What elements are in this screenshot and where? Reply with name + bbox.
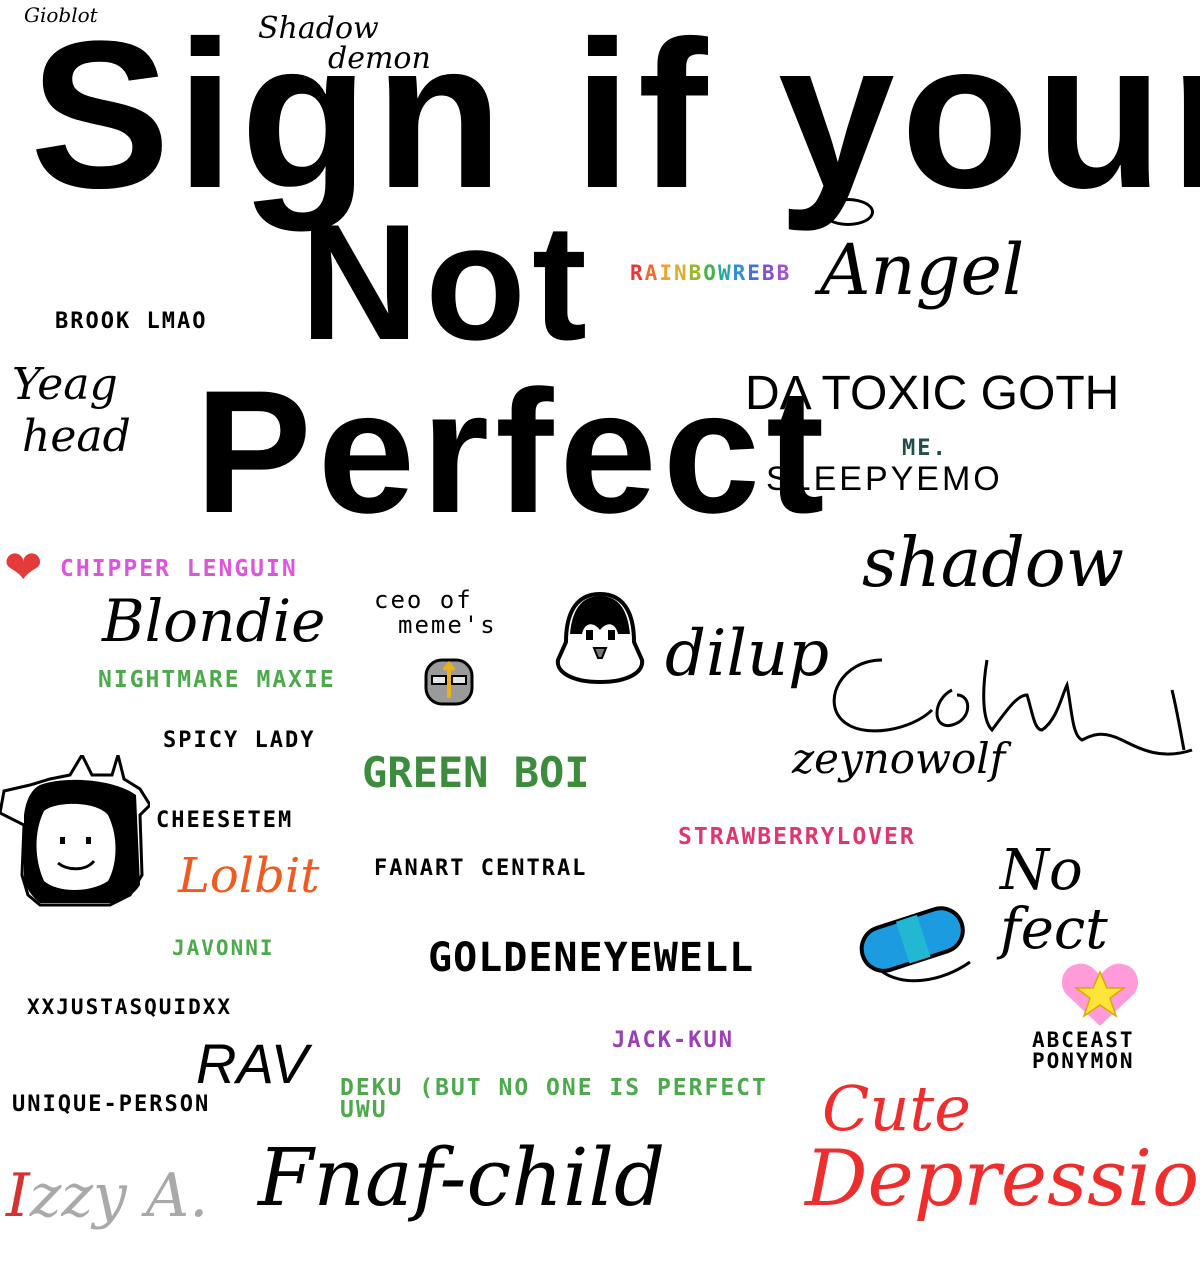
signature-abceast-line2: PONYMON [1032,1049,1135,1073]
red-heart-icon: ❤ [4,540,43,594]
rainbow-letter: R [630,261,645,285]
signature-blondie: Blondie [102,587,326,655]
signature-shadow-demon-line2: demon [328,41,431,76]
signature-yeag-line2: head [22,411,131,463]
title-line-3: Perfect [195,355,831,550]
signature-nightmare-maxie: NIGHTMARE MAXIE [98,667,336,693]
title-line-2: Not [300,190,593,374]
signature-lolbit: Lolbit [178,848,320,904]
pink-heart-star-icon [1062,963,1138,1026]
signature-green-boi: GREEN BOI [362,748,590,797]
signature-shadow-demon-line1: Shadow [258,11,379,46]
rainbow-letter: R [732,261,748,285]
face-icon [424,658,474,706]
signature-deku: DEKU (BUT NO ONE IS PERFECT UWU [340,1075,768,1123]
signature-yeag-line1: Yeag [12,359,118,410]
signature-shadow-demon: Shadow demon [258,14,431,74]
signature-no-line1: No [1000,838,1083,903]
signature-jack-kun: JACK-KUN [612,1028,734,1053]
signature-sleepyemo: SLEEPYEMO [766,460,1003,498]
rainbow-letter: E [747,261,762,285]
rainbow-letter: W [717,261,733,285]
signature-xxjustasquidxx: XXJUSTASQUIDXX [27,995,233,1019]
signature-no-fect: No fect [1000,841,1108,962]
signature-rav: RAV [196,1032,309,1095]
signature-deku-line2: UWU [340,1096,388,1123]
rainbow-letter: I [659,261,674,285]
signature-deku-line1: DEKU (BUT NO ONE IS PERFECT [340,1075,768,1101]
pill-icon [859,906,971,983]
signature-fanart-central: FANART CENTRAL [374,856,588,881]
signature-izzy: Izzy A. [6,1166,208,1226]
signature-cute: Cute [822,1072,971,1145]
rainbow-letter: B [688,261,704,285]
signature-zeynowolf: zeynowolf [792,734,1006,783]
signature-no-line2: fect [1000,896,1108,962]
signature-rainbowrebb: RAINBOWREBB [630,263,791,284]
halo-icon [822,198,874,226]
signature-da-toxic-goth: DA TOXIC GOTH [745,367,1120,420]
signature-ceo-line2: meme's [398,611,497,640]
signature-unique-person: UNIQUE-PERSON [12,1092,211,1117]
signature-cheesetem: CHEESETEM [156,808,294,833]
signature-strawberrylover: STRAWBERRYLOVER [678,824,916,850]
rainbow-letter: O [703,261,718,285]
rainbow-letter: N [673,261,689,285]
signature-yeag-head: Yeag head [12,359,131,463]
signature-fnaf-child: Fnaf-child [258,1131,666,1224]
signature-spicy-lady: SPICY LADY [163,728,316,753]
signature-izzy-rest: zzy A. [29,1161,209,1231]
signature-chipper-lenguin: CHIPPER LENGUIN [60,556,298,582]
signature-abceast-line1: ABCEAST [1032,1028,1135,1052]
signature-goldeneyewell: GOLDENEYEWELL [428,935,755,981]
rainbow-letter: B [776,261,792,285]
scribble-signature [832,658,1193,756]
signature-ceo-line1: ceo of [374,586,473,614]
rainbow-letter: B [761,261,777,285]
signature-angel: Angel [820,229,1025,311]
temmie-icon [0,755,150,907]
signature-depression: Depression [805,1134,1200,1224]
signature-ceo-of-memes: ceo of meme's [374,586,497,640]
signature-abceast-ponymon: ABCEAST PONYMON [1032,1030,1135,1072]
title-line-1: Sign if your [30,0,1200,232]
signature-javonni: JAVONNI [172,936,275,960]
penguin-icon [555,591,645,685]
signature-shadow: shadow [862,524,1124,603]
signature-me: ME. [902,436,948,461]
rainbow-letter: A [644,261,660,285]
signature-izzy-initial: I [6,1161,30,1231]
signature-gioblot: Gioblot [24,3,98,27]
signature-brook: BROOK LMAO [55,309,208,334]
signature-dilup: dilup [665,617,830,691]
